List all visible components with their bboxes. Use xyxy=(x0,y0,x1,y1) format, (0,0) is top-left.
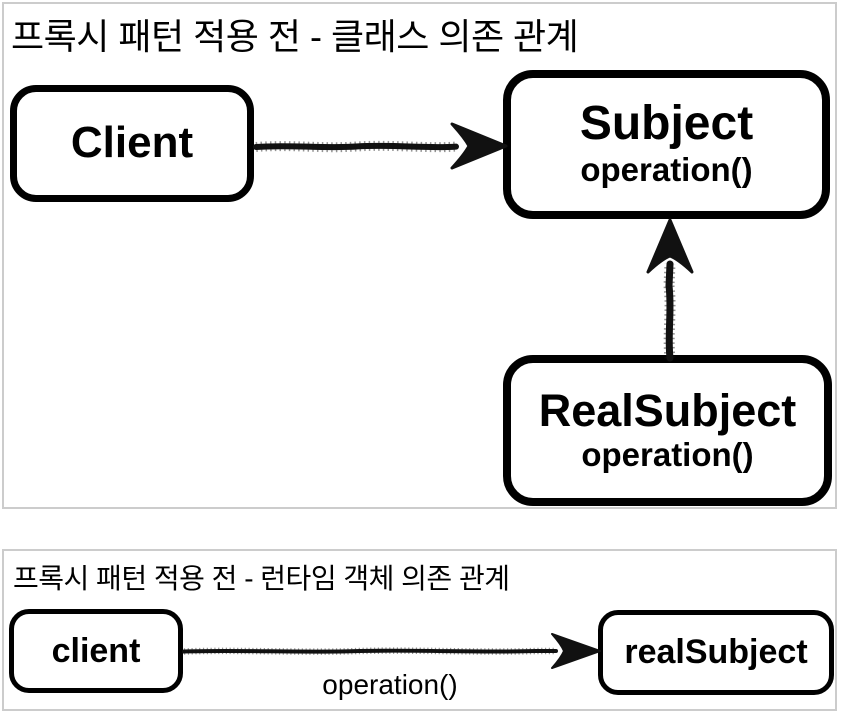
runtime-client-label: client xyxy=(51,631,141,670)
operation-edge-label: operation() xyxy=(322,669,458,700)
runtime-node-client: client xyxy=(9,609,183,693)
arrow-shaft xyxy=(182,648,558,654)
realsubject-to-subject-arrow xyxy=(646,218,694,362)
runtime-realsubject-label: realSubject xyxy=(624,633,808,672)
arrow-grit xyxy=(663,263,676,359)
arrow-shaft xyxy=(665,260,674,362)
class-node-realsubject: RealSubject operation() xyxy=(503,355,832,506)
arrow-grit xyxy=(255,140,457,153)
runtime-diagram-title: 프록시 패턴 적용 전 - 런타임 객체 의존 관계 xyxy=(13,563,510,594)
realsubject-node-label: RealSubject xyxy=(538,384,797,436)
client-to-subject-arrow xyxy=(253,122,508,170)
arrow-head xyxy=(646,218,694,274)
arrow-head xyxy=(551,633,601,669)
subject-node-label: Subject xyxy=(579,97,754,151)
class-diagram-title: 프록시 패턴 적용 전 - 클래스 의존 관계 xyxy=(11,16,579,57)
class-node-subject: Subject operation() xyxy=(503,70,830,219)
runtime-node-realsubject: realSubject xyxy=(598,610,834,695)
realsubject-operation-label: operation() xyxy=(581,435,754,473)
class-node-client: Client xyxy=(10,85,254,202)
subject-operation-label: operation() xyxy=(580,151,753,189)
arrow-shaft xyxy=(253,142,459,151)
class-diagram-panel: 프록시 패턴 적용 전 - 클래스 의존 관계 Client Subject o… xyxy=(2,2,837,509)
runtime-diagram-panel: 프록시 패턴 적용 전 - 런타임 객체 의존 관계 client realSu… xyxy=(2,549,837,711)
client-node-label: Client xyxy=(70,118,194,168)
arrow-head xyxy=(450,122,508,170)
client-to-realsubject-arrow xyxy=(182,633,601,669)
